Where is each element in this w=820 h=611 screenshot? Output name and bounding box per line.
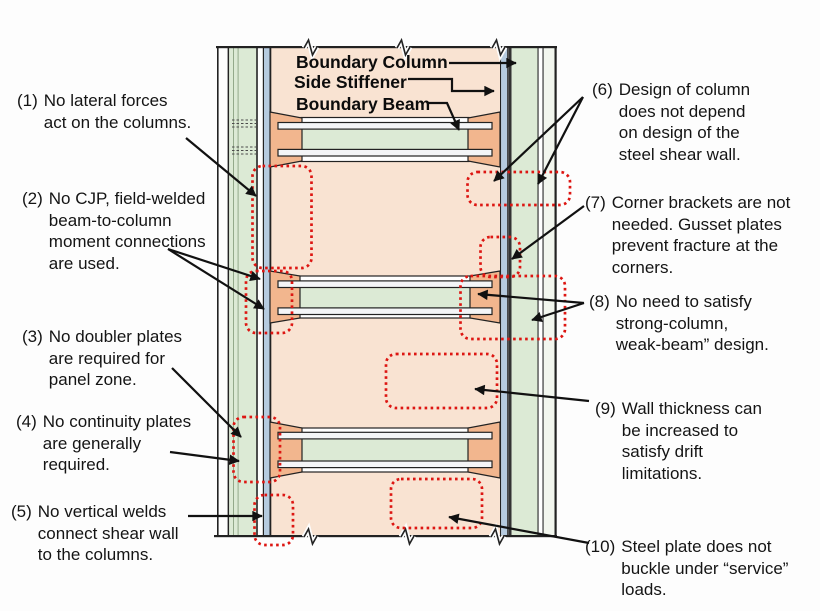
annotation-text: No need to satisfy strong-column, weak-b… xyxy=(615,292,769,354)
gusset-plate xyxy=(467,421,501,479)
weld-marks xyxy=(232,119,256,155)
annotation-text: No CJP, field-welded beam-to-column mome… xyxy=(48,189,206,273)
arrow-note-8a xyxy=(477,289,585,305)
arrow-note-3 xyxy=(171,367,242,438)
left-side-stiffener xyxy=(264,47,270,536)
right-boundary-column xyxy=(500,47,557,536)
arrow-note-6a xyxy=(493,96,584,182)
annotation-10: (10) Steel plate does not buckle under “… xyxy=(585,536,810,601)
annotation-9: (9) Wall thickness can be increased to s… xyxy=(595,398,795,484)
label-boundary-beam: Boundary Beam xyxy=(296,94,431,114)
annotation-text: No lateral forces act on the columns. xyxy=(43,91,192,132)
arrow-note-8b xyxy=(531,301,585,322)
annotation-number: (10) xyxy=(585,537,616,556)
annotation-number: (5) xyxy=(11,502,32,521)
highlight-region-8 xyxy=(459,274,567,341)
highlight-region-5 xyxy=(253,493,295,547)
gusset-plate xyxy=(269,111,303,168)
annotation-text: Corner brackets are not needed. Gusset p… xyxy=(611,193,791,277)
annotation-number: (3) xyxy=(22,327,43,346)
arrow-side-stiffener xyxy=(408,77,495,97)
annotation-number: (1) xyxy=(17,91,38,110)
arrow-note-9 xyxy=(474,384,590,403)
arrow-note-10 xyxy=(448,513,590,545)
annotation-text: No vertical welds connect shear wall to … xyxy=(37,502,179,564)
annotation-text: Steel plate does not buckle under “servi… xyxy=(621,537,789,599)
annotation-number: (9) xyxy=(595,399,616,418)
annotation-3: (3) No doubler plates are required for p… xyxy=(22,326,212,391)
beam-flange xyxy=(277,148,493,157)
annotation-4: (4) No continuity plates are generally r… xyxy=(16,411,221,476)
arrow-note-1 xyxy=(185,137,257,197)
arrow-note-4 xyxy=(169,450,240,465)
beam-flange xyxy=(277,121,493,130)
label-side-stiffener: Side Stiffener xyxy=(294,72,407,92)
annotation-number: (2) xyxy=(22,189,43,208)
highlight-region-4 xyxy=(232,415,282,484)
beam-flange xyxy=(277,460,493,469)
annotation-number: (6) xyxy=(592,80,613,99)
annotation-text: No continuity plates are generally requi… xyxy=(42,412,192,474)
gusset-plate xyxy=(467,111,501,168)
highlight-region-2 xyxy=(244,269,294,335)
beam-flange xyxy=(277,280,493,289)
gusset-plate xyxy=(269,270,301,324)
arrow-boundary-beam xyxy=(427,101,461,131)
annotation-8: (8) No need to satisfy strong-column, we… xyxy=(589,291,804,356)
gusset-plate xyxy=(269,421,303,479)
annotation-number: (8) xyxy=(589,292,610,311)
highlight-region-1 xyxy=(251,164,313,270)
arrow-note-6b xyxy=(537,96,584,185)
label-boundary-column: Boundary Column xyxy=(296,52,448,72)
annotation-number: (4) xyxy=(16,412,37,431)
boundary-beam-top xyxy=(269,111,501,168)
annotation-text: Design of column does not depend on desi… xyxy=(618,80,751,164)
left-boundary-column xyxy=(217,47,272,536)
annotation-2: (2) No CJP, field-welded beam-to-column … xyxy=(22,188,237,274)
annotation-1: (1) No lateral forces act on the columns… xyxy=(17,90,202,133)
arrow-note-2a xyxy=(167,247,261,281)
annotation-6: (6) Design of column does not depend on … xyxy=(592,79,792,165)
annotation-7: (7) Corner brackets are not needed. Guss… xyxy=(585,192,817,278)
bottom-cut-line xyxy=(214,522,557,551)
arrow-note-2b xyxy=(167,248,265,310)
boundary-beam-bottom xyxy=(269,421,501,479)
right-side-stiffener xyxy=(501,47,508,536)
arrow-note-7 xyxy=(511,205,585,260)
annotation-5: (5) No vertical welds connect shear wall… xyxy=(11,501,206,566)
boundary-beam-middle xyxy=(269,270,501,324)
beam-flange xyxy=(277,431,493,440)
highlight-region-7 xyxy=(479,235,522,279)
top-cut-line xyxy=(216,33,557,62)
gusset-plate xyxy=(469,270,501,324)
annotation-number: (7) xyxy=(585,193,606,212)
annotation-text: Wall thickness can be increased to satis… xyxy=(621,399,762,483)
beam-flange xyxy=(277,307,493,316)
annotation-text: No doubler plates are required for panel… xyxy=(48,327,183,389)
